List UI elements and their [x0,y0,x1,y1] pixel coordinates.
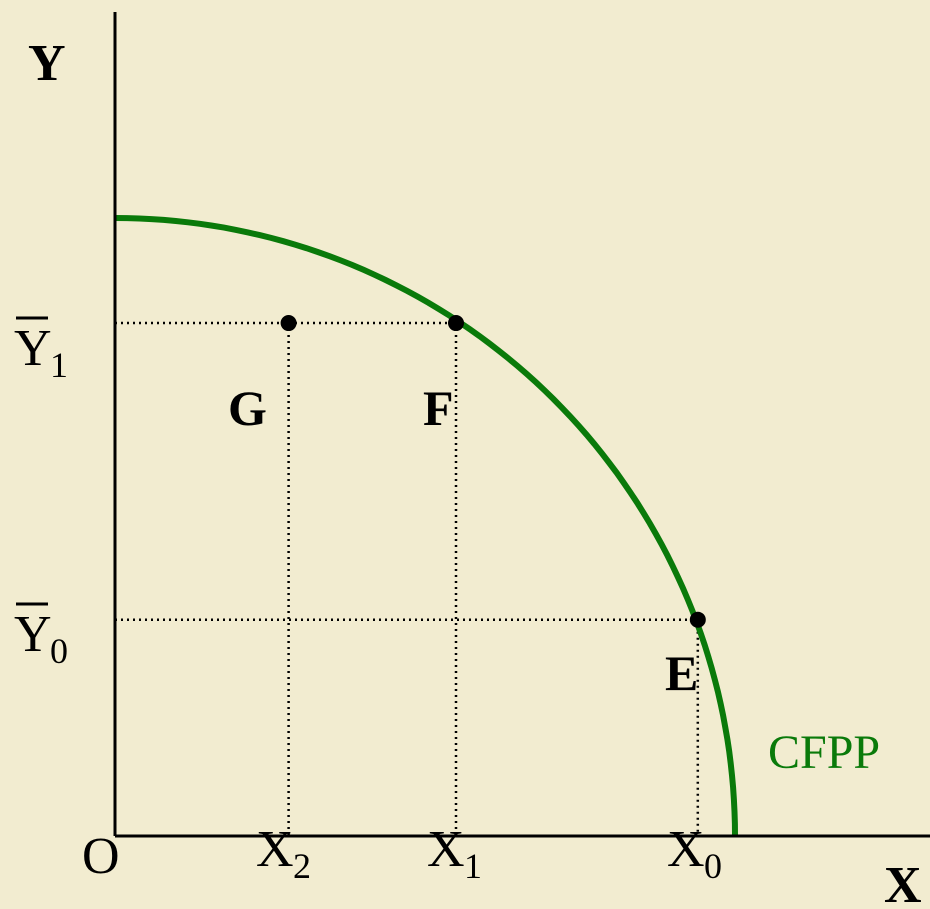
x-tick-x1-sub: 1 [464,846,482,886]
point-g [280,315,297,332]
x-tick-x0-main: X [667,821,705,878]
curve-label: CFPP [768,726,880,779]
cfpp-curve [114,215,738,837]
x-tick-x1-main: X [427,821,465,878]
x-tick-x2-sub: 2 [293,846,311,886]
point-label-f: F [423,380,454,436]
y-tick-y0-main: Y [14,606,52,663]
point-label-g: G [228,380,267,436]
points [280,315,706,628]
y-tick-y1-main: Y [14,320,52,377]
y-axis-title: Y [28,35,66,92]
point-e [689,611,706,628]
x-tick-x1: X 1 [427,821,482,886]
x-axis-title: X [884,857,922,909]
point-f [448,315,464,332]
origin-label: O [82,828,120,885]
y-tick-y1-sub: 1 [50,345,68,385]
x-tick-x0-sub: 0 [704,846,722,886]
x-tick-x2-main: X [256,821,294,878]
x-tick-x2: X 2 [256,821,311,886]
x-tick-x0: X 0 [667,821,722,886]
y-tick-y0: Y 0 [14,602,68,671]
y-tick-y1: Y 1 [14,316,68,385]
point-label-e: E [665,645,698,701]
y-tick-y0-sub: 0 [50,631,68,671]
guide-lines [115,321,700,836]
